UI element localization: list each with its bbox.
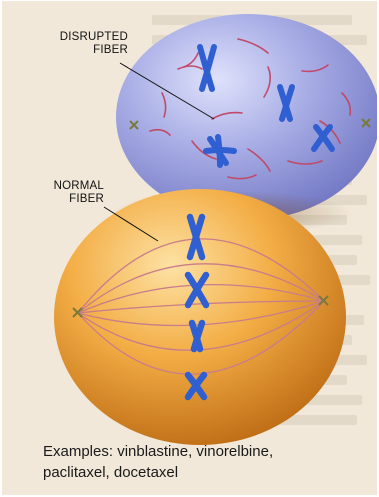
lower-cell xyxy=(54,189,346,445)
label-normal-line1: NORMAL xyxy=(24,180,104,193)
label-normal-line2: FIBER xyxy=(24,193,104,206)
label-disrupted-line2: FIBER xyxy=(28,44,128,57)
label-disrupted-line1: DISRUPTED xyxy=(28,31,128,44)
upper-cell-body xyxy=(116,14,377,220)
caption: Examples: vinblastine, vinorelbine, pacl… xyxy=(43,441,373,483)
upper-cell xyxy=(116,14,377,220)
label-disrupted-fiber: DISRUPTED FIBER xyxy=(28,31,128,57)
caption-line2: paclitaxel, docetaxel xyxy=(43,462,373,483)
label-normal-fiber: NORMAL FIBER xyxy=(24,180,104,206)
caption-line1: Examples: vinblastine, vinorelbine, xyxy=(43,441,373,462)
